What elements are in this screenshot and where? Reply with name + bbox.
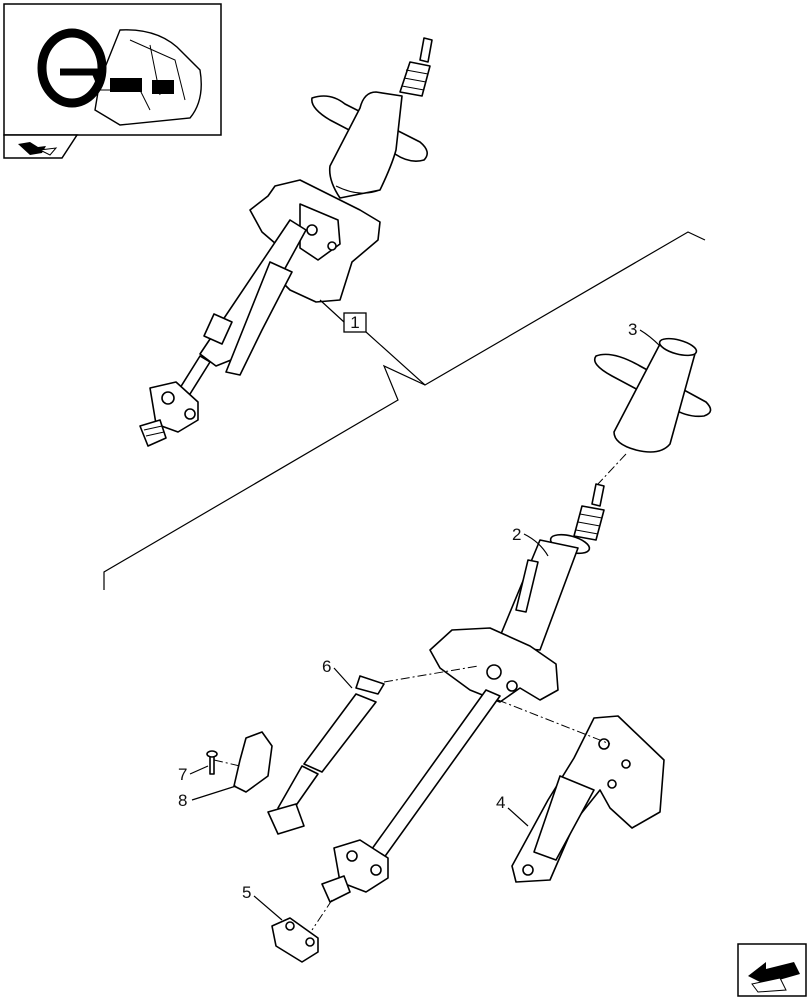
centerline-3: [597, 453, 627, 485]
callout-label-4: 4: [496, 793, 505, 812]
leader-line-8: [191, 785, 237, 801]
section-arrow-icon: [3, 134, 79, 159]
centerline-5: [311, 899, 333, 931]
steering-wheel-cab-thumbnail: [37, 28, 202, 126]
leader-line-4: [507, 807, 529, 827]
callout-label-1: 1: [350, 313, 359, 332]
part-7-screw: [206, 750, 218, 775]
callout-label-8: 8: [178, 791, 187, 810]
callout-label-7: 7: [178, 765, 187, 784]
part-6-gas-strut: [267, 675, 385, 835]
part-2-steering-shaft: [321, 483, 605, 903]
leader-line-3: [639, 329, 661, 347]
callout-label-6: 6: [322, 657, 331, 676]
centerline-7: [213, 759, 241, 767]
part-8-cover-plate: [233, 731, 273, 793]
callout-label-2: 2: [512, 525, 521, 544]
previous-page-arrow-icon[interactable]: [737, 943, 807, 997]
leader-line-6: [333, 667, 353, 689]
thumbnail-frame: [3, 3, 222, 136]
callout-label-5: 5: [242, 883, 251, 902]
callout-label-3: 3: [628, 320, 637, 339]
part-3-tube-flange: [593, 337, 712, 453]
callout-box-1: [343, 312, 367, 333]
leader-line-7: [189, 765, 209, 775]
centerline-4: [497, 699, 611, 745]
part-5-joint-yoke: [271, 917, 319, 963]
leader-line-5: [253, 895, 283, 921]
steering-column-assembly: [139, 37, 433, 447]
leader-line-2: [523, 533, 549, 557]
leader-line-1: [319, 299, 426, 386]
part-4-support-bracket: [511, 715, 665, 883]
separator-line: [103, 231, 706, 590]
centerline-6: [383, 665, 479, 683]
